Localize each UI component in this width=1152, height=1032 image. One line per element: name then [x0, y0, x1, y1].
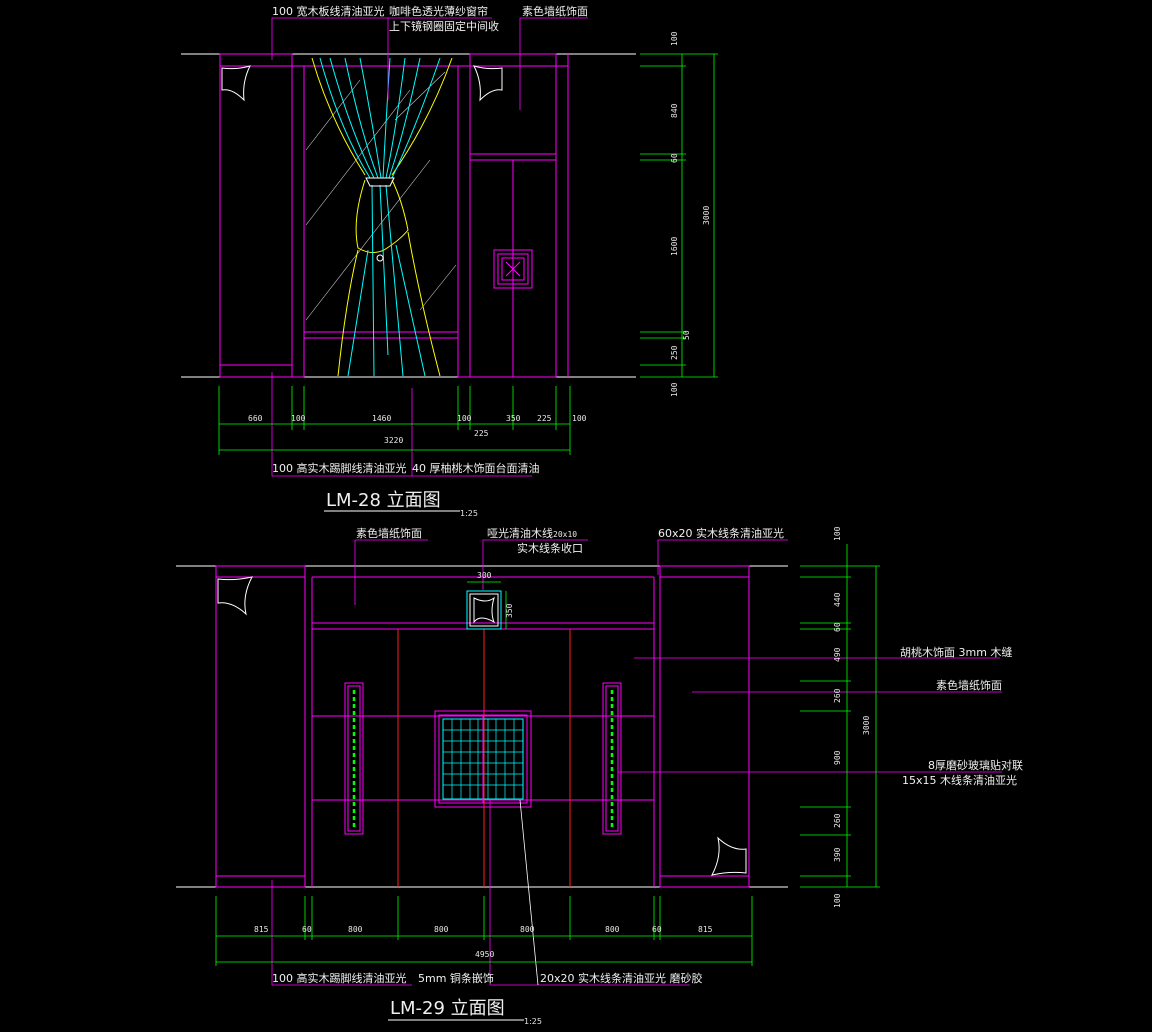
- lm28-dims-right: [640, 53, 718, 378]
- lm28-note-top-mid-2: 上下镜钢圈固定中间收: [389, 19, 499, 33]
- lm29-title: LM-29 立面图: [390, 998, 505, 1019]
- lm29-dims-bottom: [215, 896, 753, 966]
- lm29-note-top-left: 素色墙纸饰面: [356, 526, 422, 540]
- lm29-note-bottom-right: 20x20 实木线条清油亚光 磨砂胶: [540, 971, 703, 985]
- lm29-couplet-right: [602, 682, 622, 835]
- lm29-dim-bottom-6: 60: [652, 925, 662, 934]
- lm28-dims-bottom: [218, 386, 571, 455]
- lm28-scale: 1:25: [460, 509, 478, 518]
- lm29-dims-right: [800, 544, 880, 888]
- lm29-dim-box-h: 350: [505, 603, 514, 618]
- lm29-dim-bottom-0: 815: [254, 925, 269, 934]
- lm28-dim-bottom-2: 1460: [372, 414, 391, 423]
- lm28-title: LM-28 立面图: [326, 490, 441, 511]
- lm28-dim-height: 3000: [702, 206, 711, 225]
- lm28-dim-right-3: 1600: [670, 237, 679, 256]
- lm28-dim-bottom-0: 660: [248, 414, 263, 423]
- lm29-leaders: [271, 539, 1002, 986]
- lm29-dim-bottom-1: 60: [302, 925, 312, 934]
- lm28-right-cabinet: [469, 53, 569, 378]
- lm29-note-top-mid-1b: 20x10: [553, 530, 577, 539]
- lm28-left-panel: [219, 53, 293, 378]
- lm28-dim-right-1: 840: [670, 103, 679, 118]
- lm28-dim-right-0: 100: [670, 31, 679, 46]
- lm29-dims-right-text: 100 440 60 490 260 900 260 390 100 3000: [833, 526, 871, 908]
- lm29-wood-seams: [397, 629, 571, 887]
- lm28-dim-total: 3220: [384, 436, 403, 445]
- lm29-dim-bottom-5: 800: [605, 925, 620, 934]
- lm29-note-right-4: 15x15 木线条清油亚光: [902, 773, 1017, 787]
- lm29-note-right-1: 胡桃木饰面 3mm 木缝: [900, 645, 1012, 659]
- lm29-note-top-mid-1: 哑光清油木线: [487, 526, 553, 540]
- lm29-dim-right-0: 100: [833, 526, 842, 541]
- lm28-dims-right-text: 100 840 60 1600 50 250 100 3000: [670, 31, 711, 397]
- lm29-dim-right-5: 900: [833, 750, 842, 765]
- lm28-curtain: [311, 57, 453, 377]
- lm28-dim-right-6: 100: [670, 382, 679, 397]
- lm28-note-top-right: 素色墙纸饰面: [522, 4, 588, 18]
- lm29-couplet-left: [344, 682, 364, 835]
- lm29-dim-height: 3000: [862, 716, 871, 735]
- lm29-dim-right-3: 490: [833, 647, 842, 662]
- lm29-note-right-2: 素色墙纸饰面: [936, 678, 1002, 692]
- lm28-dim-right-2: 60: [670, 153, 679, 163]
- lm28-leaders: [271, 17, 588, 477]
- lm28-dim-sub: 225: [474, 429, 489, 438]
- lm28-dim-bottom-3: 100: [457, 414, 472, 423]
- lm29-dim-right-4: 260: [833, 688, 842, 703]
- lm29-dim-right-8: 100: [833, 893, 842, 908]
- lm29-dim-right-2: 60: [833, 622, 842, 632]
- lm29-note-bottom-left: 100 高实木踢脚线清油亚光: [272, 971, 407, 985]
- lm29-vent-dims: [467, 581, 507, 629]
- lm28-dim-bottom-4: 350: [506, 414, 521, 423]
- lm29-note-right-3: 8厚磨砂玻璃贴对联: [928, 758, 1023, 772]
- lm28-note-bottom-left: 100 高实木踢脚线清油亚光: [272, 461, 407, 475]
- lm28-note-top-mid-1: 咖啡色透光薄纱窗帘: [389, 4, 488, 18]
- lm28-dim-bottom-5: 225: [537, 414, 552, 423]
- lm29-dim-right-1: 440: [833, 592, 842, 607]
- lm29-dim-bottom-4: 800: [520, 925, 535, 934]
- lm29-elevation: 素色墙纸饰面 哑光清油木线 20x10 实木线条收口 60x20 实木线条清油亚…: [176, 526, 1023, 1026]
- lm28-dim-bottom-1: 100: [291, 414, 306, 423]
- lm29-dim-total: 4950: [475, 950, 494, 959]
- lm29-dim-box-w: 300: [477, 571, 492, 580]
- lm28-dim-right-4: 50: [682, 330, 691, 340]
- lm28-dim-bottom-6: 100: [572, 414, 587, 423]
- lm29-scale: 1:25: [524, 1017, 542, 1026]
- lm29-dim-right-6: 260: [833, 813, 842, 828]
- lm29-dim-bottom-2: 800: [348, 925, 363, 934]
- lm28-elevation: 100 宽木板线清油亚光 咖啡色透光薄纱窗帘 上下镜钢圈固定中间收 素色墙纸饰面…: [181, 4, 718, 518]
- lm29-leader-white: [519, 799, 539, 986]
- lm29-lattice-window: [434, 710, 532, 808]
- lm29-note-top-mid-2: 实木线条收口: [517, 541, 583, 555]
- lm29-dim-right-7: 390: [833, 847, 842, 862]
- lm28-note-bottom-right: 40 厚柚桃木饰面台面清油: [412, 461, 540, 475]
- lm29-note-top-right: 60x20 实木线条清油亚光: [658, 526, 784, 540]
- lm28-dim-right-5: 250: [670, 345, 679, 360]
- lm29-ceiling-vent: [466, 590, 502, 630]
- lm29-dim-bottom-3: 800: [434, 925, 449, 934]
- lm29-note-bottom-mid: 5mm 铜条嵌饰: [418, 971, 494, 985]
- lm29-dim-bottom-7: 815: [698, 925, 713, 934]
- lm28-note-top-left: 100 宽木板线清油亚光: [272, 4, 385, 18]
